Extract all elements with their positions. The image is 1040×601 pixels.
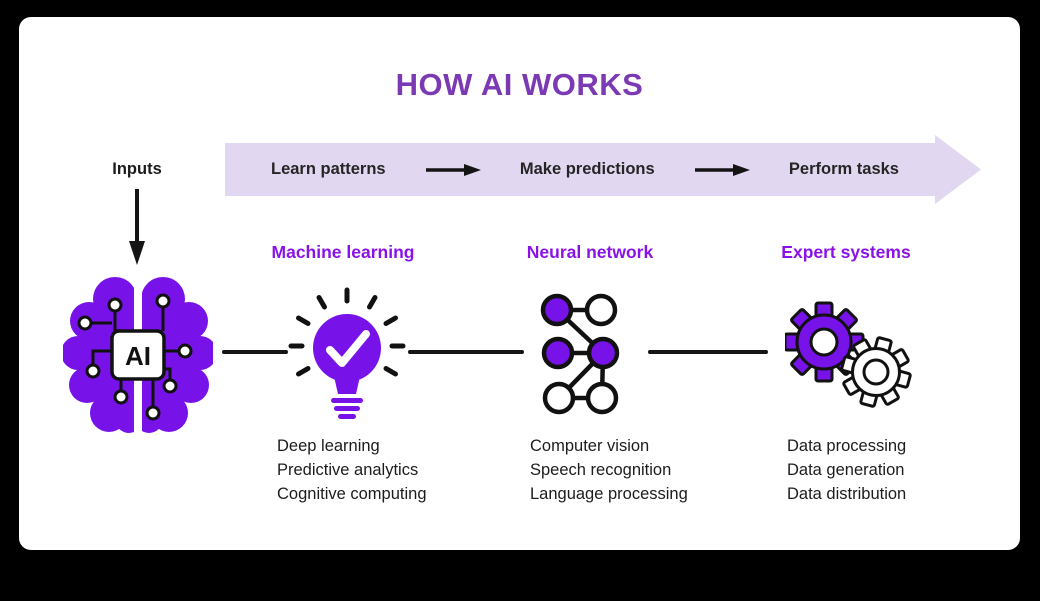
- infographic-card: HOW AI WORKS Inputs Learn patterns Make …: [19, 17, 1020, 550]
- connector-line: [648, 350, 768, 354]
- column-header-neural-network: Neural network: [526, 242, 654, 262]
- neural-network-icon: [540, 293, 620, 415]
- list-item: Data generation: [787, 461, 905, 479]
- column-header-machine-learning: Machine learning: [271, 242, 415, 262]
- brain-chip-icon: AI: [63, 277, 213, 433]
- ai-chip-label: AI: [125, 341, 151, 371]
- arrow-down-icon: [129, 189, 145, 265]
- process-step-perform: Perform tasks: [788, 160, 899, 178]
- process-step-learn: Learn patterns: [271, 160, 386, 178]
- neural-network-list: Computer vision Speech recognition Langu…: [530, 434, 688, 506]
- lightbulb-check-icon: [288, 287, 406, 419]
- arrow-right-icon: [694, 163, 750, 176]
- connector-line: [222, 350, 288, 354]
- list-item: Cognitive computing: [277, 485, 427, 503]
- list-item: Data distribution: [787, 485, 907, 503]
- expert-systems-list: Data processing Data generation Data dis…: [787, 434, 906, 506]
- list-item: Deep learning: [277, 437, 380, 455]
- column-header-expert-systems: Expert systems: [781, 242, 911, 262]
- list-item: Data processing: [787, 437, 907, 455]
- banner-arrowhead-icon: [935, 135, 981, 204]
- gears-icon: [785, 301, 912, 408]
- list-item: Speech recognition: [530, 461, 672, 479]
- page-title: HOW AI WORKS: [395, 67, 644, 102]
- list-item: Language processing: [530, 485, 688, 503]
- arrow-right-icon: [425, 163, 481, 176]
- machine-learning-list: Deep learning Predictive analytics Cogni…: [277, 434, 427, 506]
- connector-line: [408, 350, 524, 354]
- list-item: Predictive analytics: [277, 461, 419, 479]
- process-step-predict: Make predictions: [519, 160, 655, 178]
- process-arrow-banner: Learn patterns Make predictions Perform …: [225, 143, 935, 196]
- list-item: Computer vision: [530, 437, 650, 455]
- inputs-label: Inputs: [112, 160, 162, 178]
